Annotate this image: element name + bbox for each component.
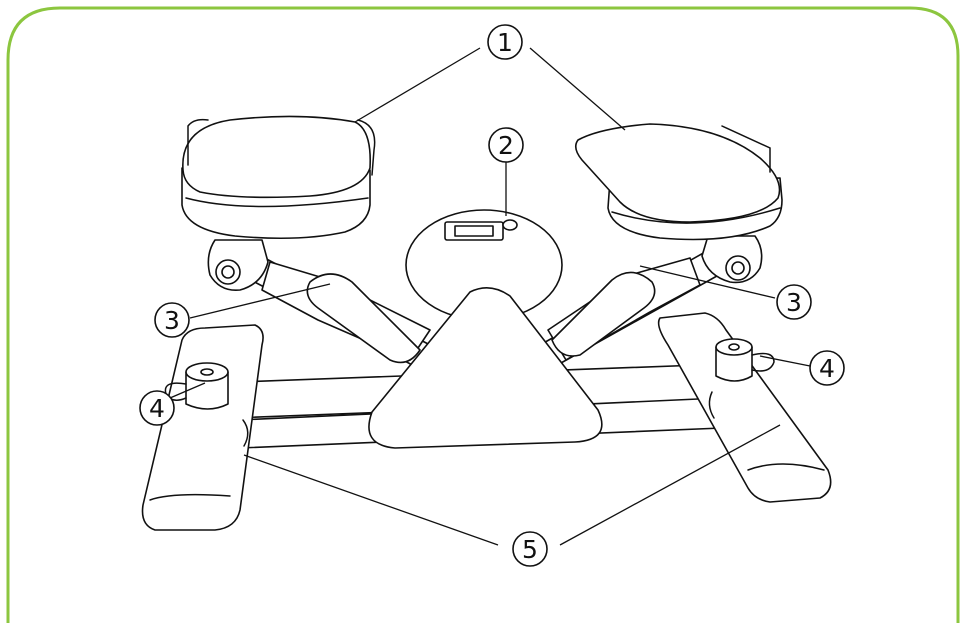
callout-2: 2 <box>488 127 524 163</box>
display-housing <box>405 209 563 321</box>
callout-5: 5 <box>512 531 548 567</box>
callout-3-left: 3 <box>154 302 190 338</box>
callout-4-right: 4 <box>809 350 845 386</box>
left-foot <box>141 324 264 531</box>
callout-4-left: 4 <box>139 390 175 426</box>
callout-1-label: 1 <box>497 28 513 57</box>
diagram-frame <box>6 6 960 623</box>
callout-4-left-label: 4 <box>149 394 165 423</box>
left-pedal <box>181 115 376 292</box>
callout-1: 1 <box>487 24 523 60</box>
right-pedal <box>574 123 783 284</box>
right-hydraulic-cylinder <box>547 257 701 361</box>
callout-3-right-label: 3 <box>786 288 802 317</box>
right-resistance-knob <box>715 338 775 382</box>
callout-3-right: 3 <box>776 284 812 320</box>
callout-4-right-label: 4 <box>819 354 835 383</box>
left-resistance-knob <box>164 362 229 410</box>
callout-2-label: 2 <box>498 131 514 160</box>
callout-3-left-label: 3 <box>164 306 180 335</box>
right-foot <box>657 312 832 503</box>
left-hydraulic-cylinder <box>261 261 431 364</box>
leader-lines <box>169 47 811 546</box>
front-triangle-cover <box>368 287 603 449</box>
callout-5-label: 5 <box>522 535 538 564</box>
